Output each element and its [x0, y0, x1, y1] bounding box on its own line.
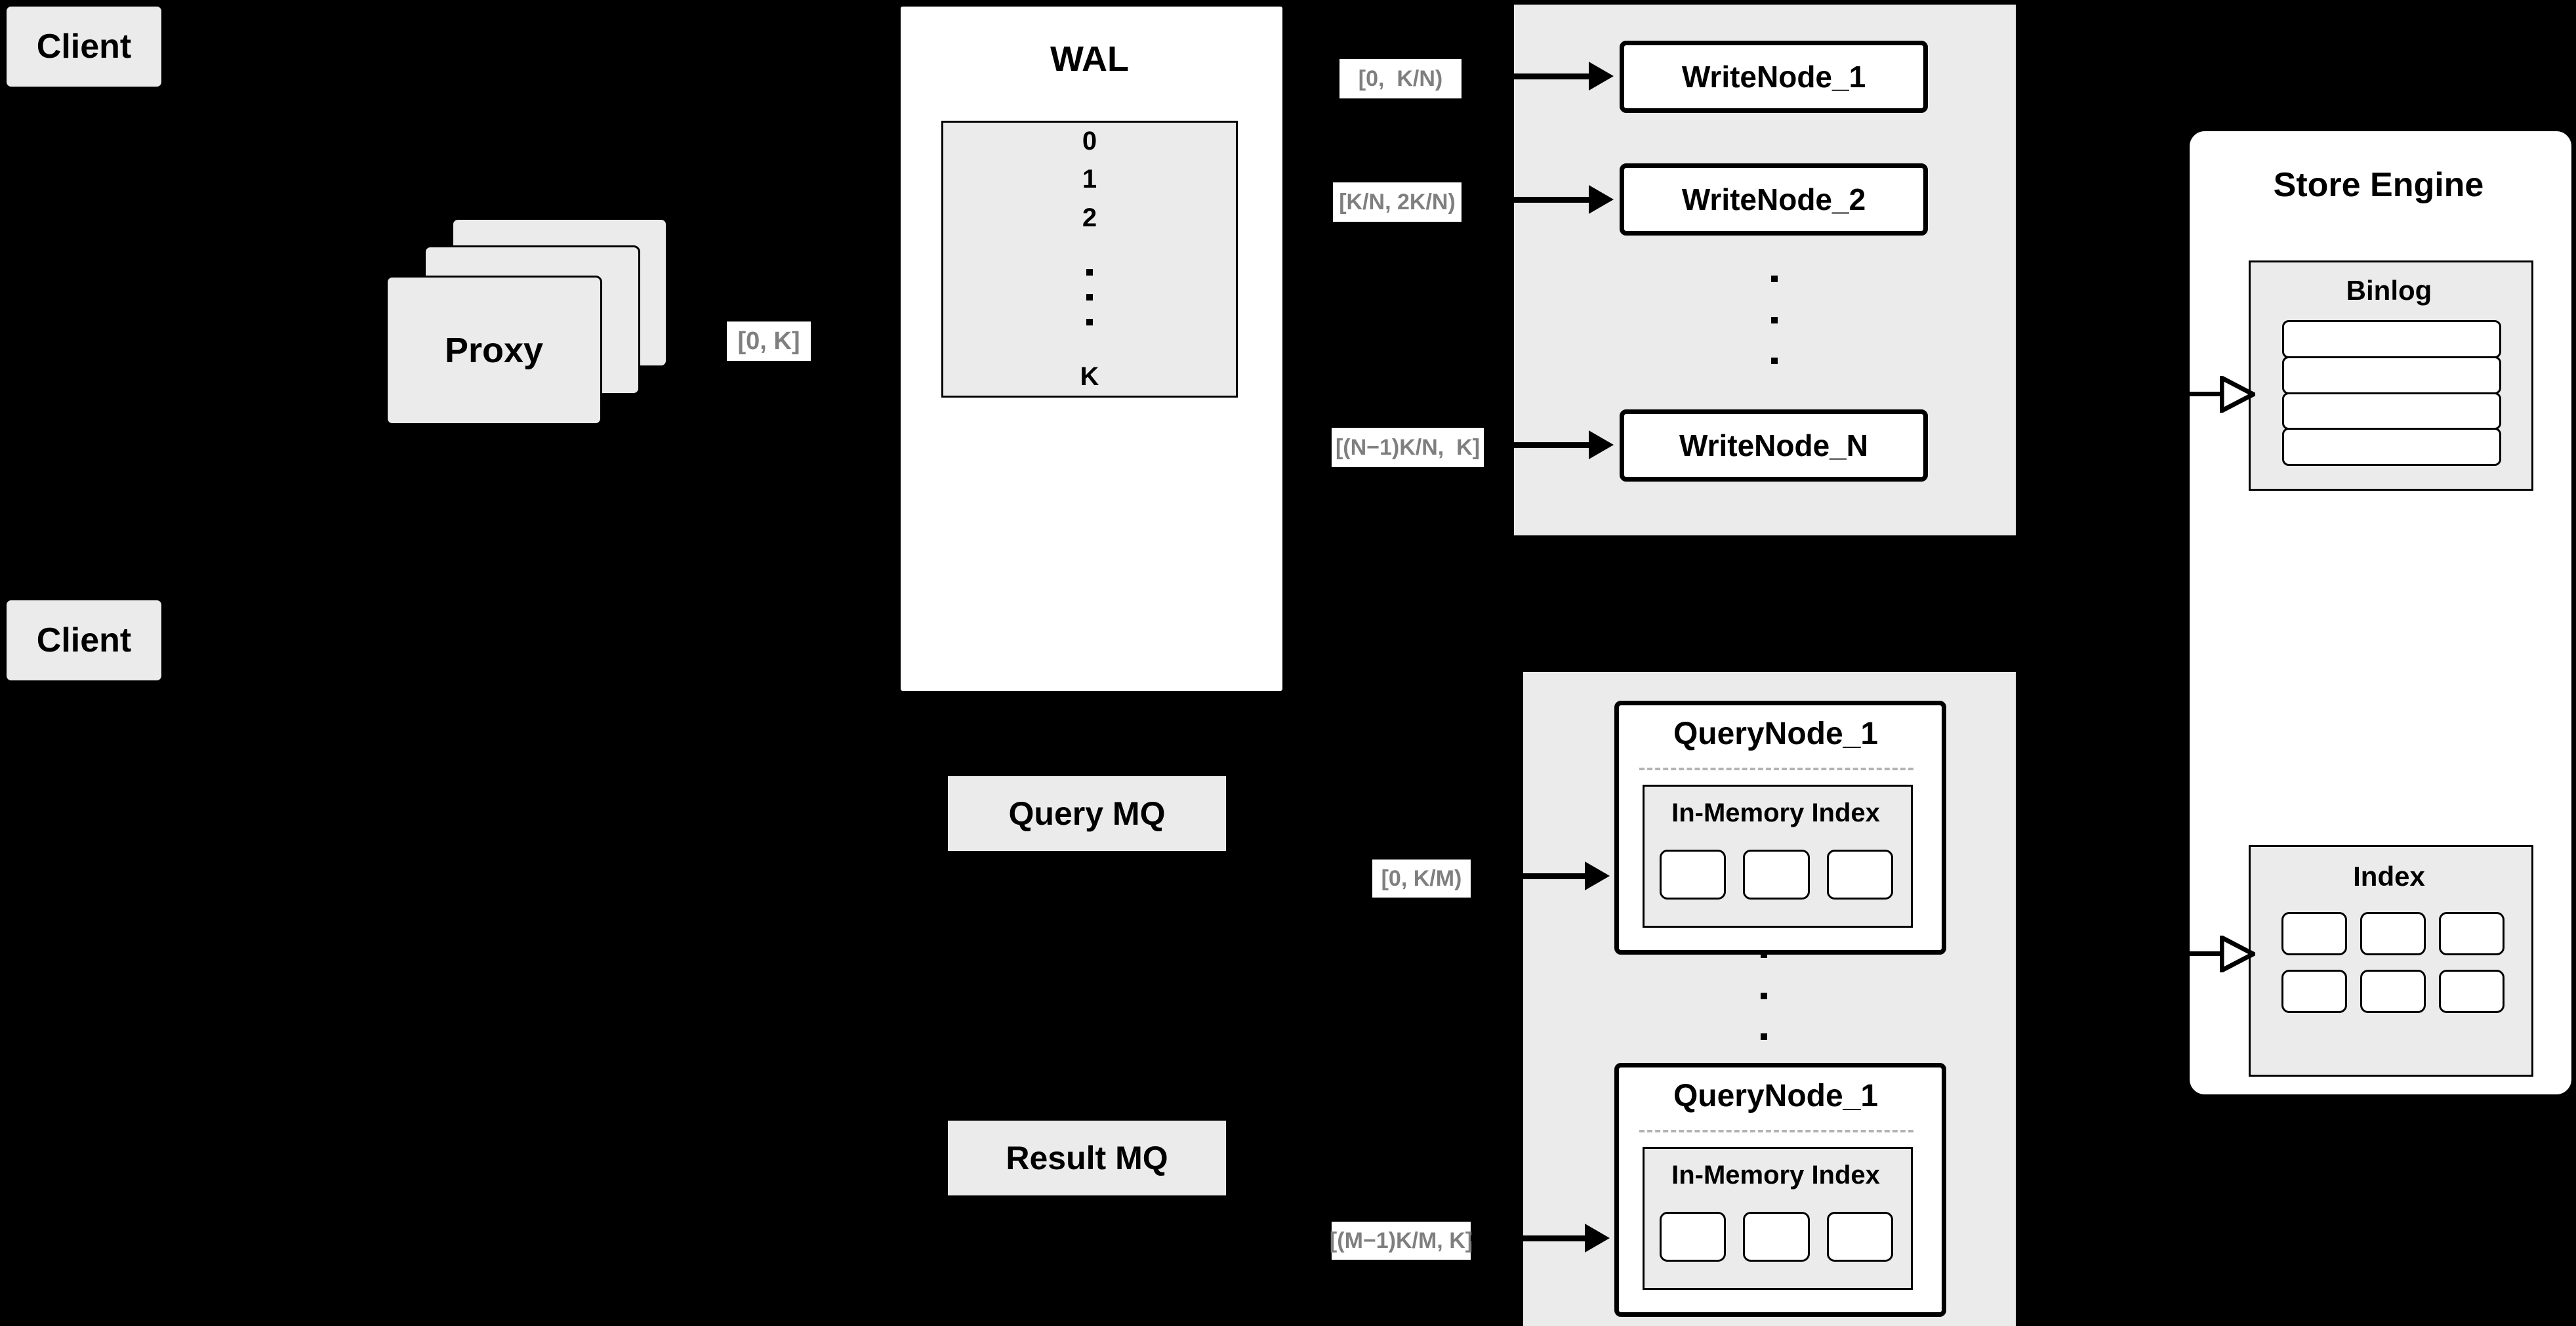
proxy-label: Proxy	[444, 331, 544, 370]
arrow-head-query-node-2	[1585, 1224, 1610, 1253]
arrow-to-binlog	[2188, 392, 2222, 396]
proxy-card[interactable]: Proxy	[386, 276, 602, 425]
index-cell	[2360, 912, 2426, 955]
query-node-2-inner-index-title: In-Memory Index	[1671, 1161, 1880, 1190]
index-cell	[1743, 850, 1810, 900]
write-node-n-range-tag: [(N−1)K/N, K]	[1332, 428, 1484, 467]
binlog-title: Binlog	[2346, 275, 2432, 306]
index-cell	[2439, 970, 2504, 1013]
index-cell	[2281, 912, 2347, 955]
index-cell	[1743, 1212, 1810, 1262]
result-mq-box[interactable]: Result MQ	[946, 1119, 1228, 1197]
index-cell	[1826, 1212, 1893, 1262]
client-label: Client	[36, 28, 132, 66]
wal-row: 2	[941, 198, 1238, 239]
wal-row: K	[941, 357, 1238, 398]
arrow-head-write-node-1	[1589, 62, 1614, 91]
client-label: Client	[36, 621, 132, 659]
index-cell-grid	[2281, 912, 2504, 1030]
arrow-head-query-node-1	[1585, 861, 1610, 890]
index-cell	[2360, 970, 2426, 1013]
store-engine-title: Store Engine	[2273, 166, 2484, 204]
wal-title: WAL	[1050, 39, 1129, 79]
binlog-bar	[2282, 356, 2501, 394]
arrow-to-write-node-n	[1484, 442, 1593, 448]
wal-row-ellipsis	[941, 237, 1238, 359]
wal-vertical-ellipsis-icon	[1086, 268, 1093, 325]
arrow-to-query-node-1	[1471, 873, 1589, 879]
index-cell	[1826, 850, 1893, 900]
binlog-bars	[2282, 320, 2501, 466]
write-node-1-range-tag: [0, K/N)	[1339, 59, 1462, 98]
write-node-vertical-ellipsis-icon	[1770, 276, 1778, 364]
client-box-2[interactable]: Client	[5, 598, 163, 682]
query-node-2-range-tag: [(M−1)K/M, K]	[1330, 1222, 1473, 1260]
index-cell	[2439, 912, 2504, 955]
arrow-head-hollow-index	[2220, 936, 2255, 972]
binlog-bar	[2282, 320, 2501, 358]
index-cell	[2281, 970, 2347, 1013]
arrow-head-hollow-binlog	[2220, 376, 2255, 413]
query-node-2-index-cells	[1660, 1212, 1893, 1262]
client-box-1[interactable]: Client	[5, 5, 163, 89]
query-node-1-index-cells	[1660, 850, 1893, 900]
arrow-to-write-node-2	[1462, 197, 1593, 203]
write-node-2[interactable]: WriteNode_2	[1620, 163, 1928, 236]
arrow-head-write-node-n	[1589, 430, 1614, 459]
proxy-output-range-tag: [0, K]	[727, 321, 811, 361]
binlog-bar	[2282, 428, 2501, 466]
wal-row: 1	[941, 159, 1238, 200]
index-title: Index	[2353, 861, 2425, 892]
query-node-1-range-tag: [0, K/M)	[1372, 860, 1471, 898]
query-node-1-separator	[1639, 768, 1913, 770]
index-cell	[1660, 1212, 1727, 1262]
query-node-vertical-ellipsis-icon	[1760, 951, 1768, 1040]
arrow-head-write-node-2	[1589, 185, 1614, 214]
query-node-1-title: QueryNode_1	[1673, 716, 1879, 751]
binlog-bar	[2282, 392, 2501, 430]
index-panel	[2249, 845, 2533, 1077]
arrow-to-index	[2188, 951, 2222, 956]
write-node-2-range-tag: [K/N, 2K/N)	[1333, 182, 1462, 222]
write-node-1[interactable]: WriteNode_1	[1620, 41, 1928, 113]
query-node-2-title: QueryNode_1	[1673, 1079, 1879, 1113]
arrow-to-query-node-2	[1471, 1235, 1589, 1241]
index-cell	[1660, 850, 1727, 900]
arrow-to-write-node-1	[1462, 73, 1593, 79]
write-node-n[interactable]: WriteNode_N	[1620, 409, 1928, 482]
wal-row: 0	[941, 121, 1238, 161]
query-mq-box[interactable]: Query MQ	[946, 774, 1228, 853]
query-node-2-separator	[1639, 1130, 1913, 1132]
query-node-1-inner-index-title: In-Memory Index	[1671, 798, 1880, 827]
